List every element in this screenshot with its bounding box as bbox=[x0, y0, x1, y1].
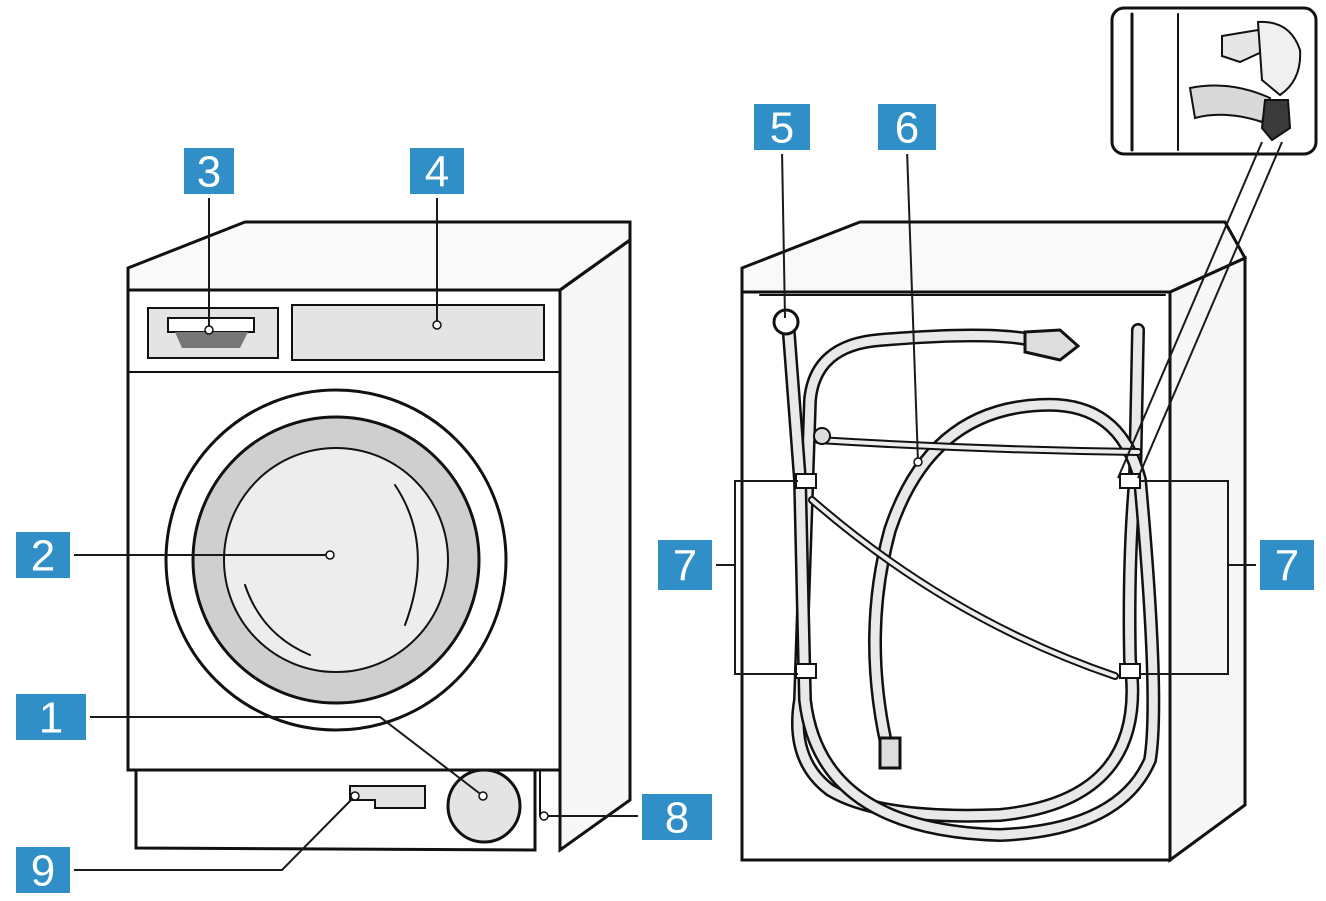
rear-top bbox=[740, 220, 1248, 294]
pump-cover bbox=[446, 768, 522, 844]
callout-6-label: 6 bbox=[895, 104, 919, 153]
callout-2-label: 2 bbox=[31, 532, 55, 581]
callout-9-label: 9 bbox=[31, 847, 55, 896]
hose-holders bbox=[795, 473, 1141, 679]
door-glass bbox=[223, 447, 449, 673]
power-cable bbox=[808, 427, 1142, 680]
callout-7-left-label: 7 bbox=[673, 542, 697, 591]
front-side-panel bbox=[558, 237, 632, 853]
callout-7-left: 7 bbox=[654, 536, 716, 594]
callout-4: 4 bbox=[406, 144, 468, 198]
callout-8: 8 bbox=[638, 790, 716, 844]
callout-5: 5 bbox=[750, 100, 814, 154]
rear-view-machine bbox=[740, 220, 1248, 863]
front-view-machine bbox=[126, 220, 632, 853]
callout-6: 6 bbox=[874, 100, 940, 154]
inlet-hose-connector bbox=[878, 736, 902, 770]
callout-7-right-label: 7 bbox=[1275, 542, 1299, 591]
callout-1: 1 bbox=[12, 690, 90, 744]
control-panel bbox=[291, 304, 545, 361]
callout-1-label: 1 bbox=[39, 694, 63, 743]
inlet-hose bbox=[781, 315, 1161, 842]
inset-detail bbox=[1110, 6, 1318, 479]
callout-7-right: 7 bbox=[1256, 536, 1318, 594]
callout-3: 3 bbox=[180, 144, 238, 198]
callout-3-label: 3 bbox=[197, 148, 221, 197]
leader-lines bbox=[72, 149, 1258, 871]
rear-side-panel bbox=[1168, 255, 1247, 863]
callout-5-label: 5 bbox=[770, 104, 794, 153]
drain-hose-end bbox=[1023, 328, 1081, 362]
callout-2: 2 bbox=[12, 528, 74, 582]
callout-8-label: 8 bbox=[665, 794, 689, 843]
water-inlet-valve bbox=[772, 308, 800, 336]
callouts: 3 4 2 1 9 8 5 6 bbox=[12, 100, 1318, 897]
front-top bbox=[126, 220, 632, 292]
callout-4-label: 4 bbox=[425, 148, 449, 197]
drawer-recess bbox=[175, 332, 248, 348]
callout-9: 9 bbox=[12, 843, 74, 897]
